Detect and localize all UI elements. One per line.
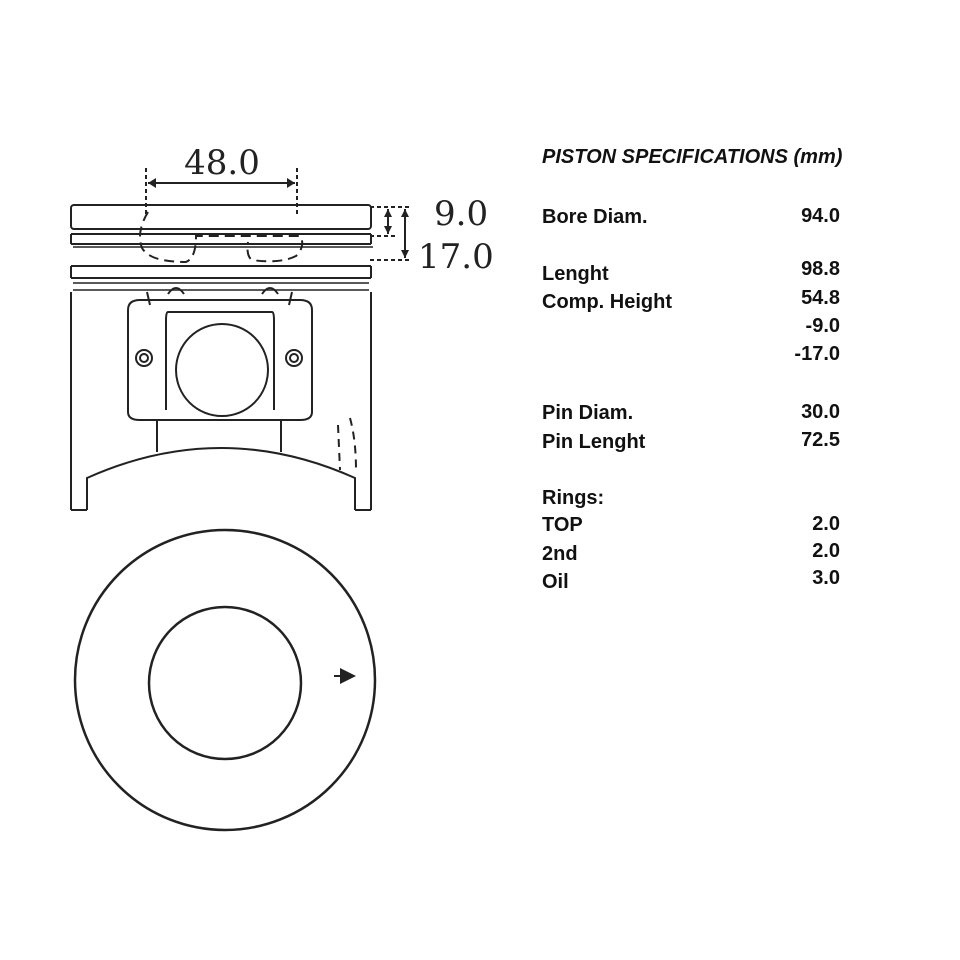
dim-17-label: 17.0 [418,237,494,277]
piston-pin-circle [175,323,269,417]
spec-label-bore: Bore Diam. [542,206,648,228]
spec-value-bore: 94.0 [801,205,840,227]
oil-holes [167,287,279,295]
dim-9-label: 9.0 [434,194,488,234]
spec-value-ring-oil: 3.0 [812,567,840,589]
pin-lock-right-inner [289,353,299,363]
pin-lock-left [135,349,153,367]
spec-label-length: Lenght [542,263,609,285]
pin-lock-left-inner [139,353,149,363]
ring-groove-top [70,233,372,245]
dim-9-arrows [384,209,392,234]
spec-value-ring-top: 2.0 [812,513,840,535]
spec-value-pin-length: 72.5 [801,429,840,451]
pin-boss-inner [165,311,275,410]
spec-value-ring2-offset: -17.0 [794,343,840,365]
spec-label-ring-top: TOP [542,514,583,536]
dimension-lines [145,168,412,261]
pin-boss [127,299,313,421]
specs-title: PISTON SPECIFICATIONS (mm) [542,146,843,168]
spec-label-ring-oil: Oil [542,571,569,593]
skirt-outline [70,292,372,510]
piston-crown [70,204,372,230]
spec-label-comp-height: Comp. Height [542,291,672,313]
spec-value-pin-diam: 30.0 [801,401,840,423]
combustion-bowl-circle [147,605,303,761]
skirt-inner-lines [156,420,282,452]
dim-48-extension [145,168,298,215]
spec-value-ring-2nd: 2.0 [812,540,840,562]
dim-48-label: 48.0 [184,143,260,183]
ring-groove-second [70,265,372,279]
spec-value-length: 98.8 [801,258,840,280]
piston-side-view [70,204,373,511]
combustion-bowl-dashed [139,211,304,264]
dim-48-arrow-right [287,178,295,188]
pin-lock-right [285,349,303,367]
spec-label-pin-length: Pin Lenght [542,431,646,453]
piston-top-view [73,528,377,832]
spec-label-pin-diam: Pin Diam. [542,402,634,424]
dim-48-arrow-left [148,178,156,188]
spec-value-comp-height: 54.8 [801,287,840,309]
ring-groove-oil [73,282,369,291]
pin-boss-struts [146,291,293,306]
skirt-dashed-detail [337,417,357,471]
spec-label-ring-2nd: 2nd [542,543,578,565]
spec-label-rings: Rings: [542,487,605,509]
dim-ring-extension [370,206,412,261]
spec-value-ring1-offset: -9.0 [805,315,840,337]
skirt-bottom-arc [86,447,356,510]
crown-outer-circle [73,528,377,832]
